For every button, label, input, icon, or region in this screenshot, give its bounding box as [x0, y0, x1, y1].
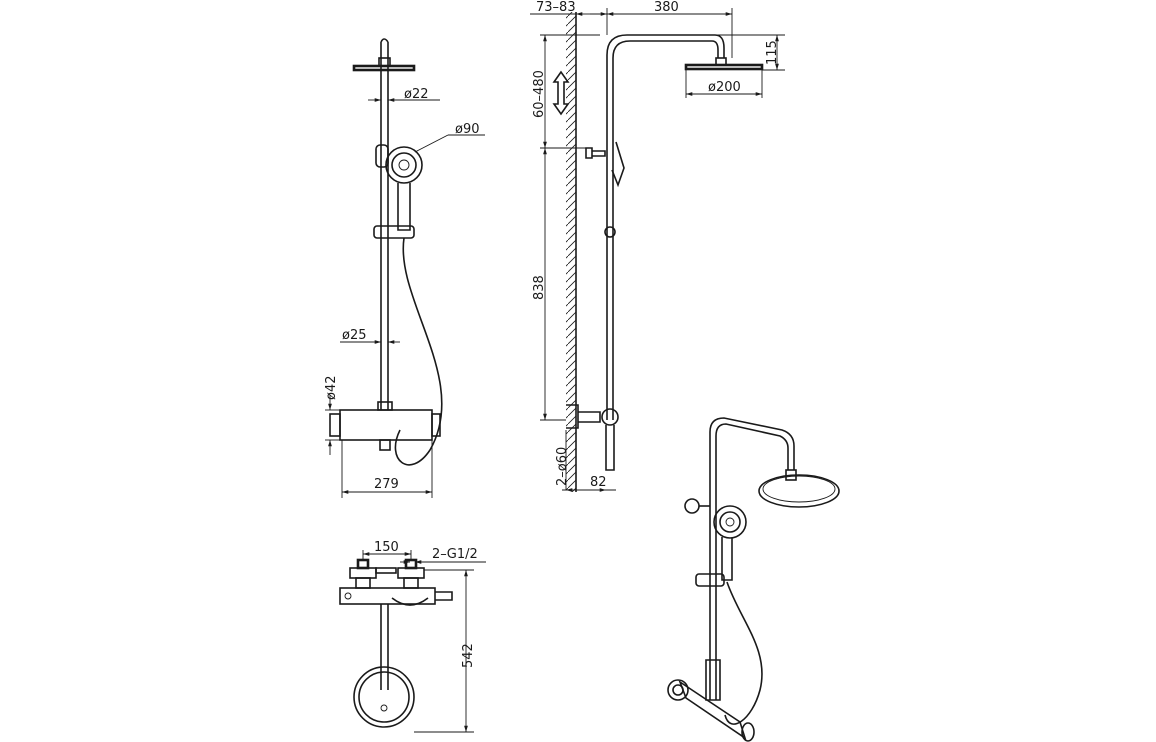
dim-valve: ø42 [324, 376, 339, 401]
dim-handset: ø90 [455, 122, 480, 137]
front-dimensions: ø22 ø90 ø25 ø42 279 [324, 87, 485, 498]
top-view: 150 2–G1/2 542 [339, 540, 486, 733]
dim-rail-top: ø22 [404, 87, 429, 102]
side-dimensions: 73–83 380 115 ø200 60–480 838 2–ø60 82 [530, 0, 785, 492]
side-view: 73–83 380 115 ø200 60–480 838 2–ø60 82 [530, 0, 785, 492]
dim-valve-depth: 82 [590, 475, 607, 490]
adjust-arrow-icon [552, 70, 570, 116]
dim-centres: 150 [374, 540, 399, 555]
front-view: ø22 ø90 ø25 ø42 279 [324, 38, 485, 498]
dim-depth: 542 [461, 643, 476, 668]
thermostatic-valve [329, 401, 441, 451]
handset [373, 144, 423, 239]
dim-height: 838 [532, 275, 547, 300]
dim-width: 279 [374, 477, 399, 492]
dim-rail: ø25 [342, 328, 367, 343]
dim-arm: 380 [654, 0, 679, 15]
isometric-view [667, 417, 840, 742]
dim-thread: 2–G1/2 [432, 547, 478, 562]
overhead-head [684, 63, 764, 71]
dim-head: ø200 [708, 80, 741, 95]
hose [394, 237, 443, 466]
dim-adjust: 60–480 [532, 70, 547, 118]
dim-drop: 115 [765, 40, 780, 65]
dim-wall-offset: 73–83 [536, 0, 576, 15]
dim-inlets: 2–ø60 [555, 447, 570, 486]
wall-hatch [566, 12, 576, 492]
top-dimensions: 150 2–G1/2 542 [362, 540, 486, 733]
shower-arm [606, 34, 725, 420]
